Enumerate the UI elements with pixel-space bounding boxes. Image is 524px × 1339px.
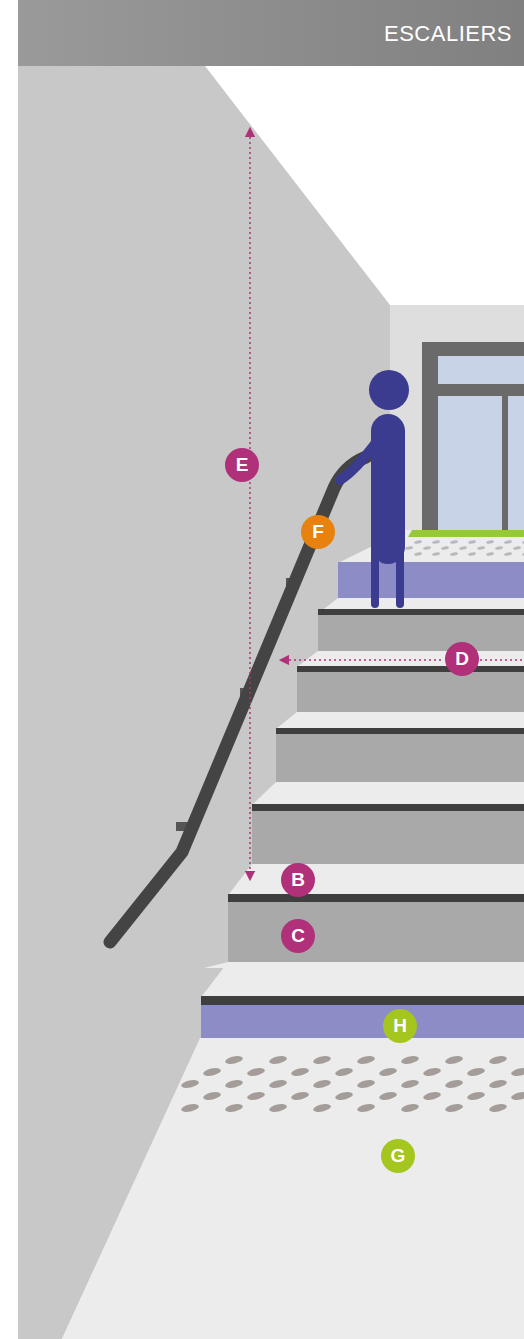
tactile-dot [224, 1055, 243, 1066]
tactile-dot [522, 540, 524, 545]
handrail [110, 457, 366, 942]
tactile-dot [444, 1055, 463, 1066]
tactile-dot [459, 546, 467, 551]
floor [62, 1038, 524, 1339]
tactile-dot [414, 552, 422, 557]
tactile-warning-strip [180, 1055, 524, 1114]
header-bar [18, 0, 524, 66]
tactile-dot [202, 1067, 221, 1078]
tactile-dot [290, 1091, 309, 1102]
tactile-dot [504, 540, 512, 545]
tactile-dot [224, 1103, 243, 1114]
tactile-dot [441, 546, 449, 551]
landing-warning-strip [408, 530, 524, 537]
tactile-dot [356, 1103, 375, 1114]
dimension-line [249, 132, 251, 876]
tactile-dot [477, 546, 485, 551]
back-wall [390, 305, 524, 565]
tactile-dot [513, 546, 521, 551]
person-figure [340, 370, 409, 608]
window-glass [438, 356, 524, 384]
tactile-dot [334, 1091, 353, 1102]
tactile-dot [432, 540, 440, 545]
callout-letter: F [301, 515, 335, 549]
tactile-dot [400, 1079, 419, 1090]
tactile-dot [356, 1055, 375, 1066]
contrast-riser [201, 1005, 524, 1038]
tactile-dot [246, 1067, 265, 1078]
tactile-dot [468, 552, 476, 557]
contrast-riser [338, 562, 524, 598]
callout-letter: D [445, 642, 479, 676]
tactile-dot [180, 1079, 199, 1090]
tactile-dot [422, 1067, 441, 1078]
tactile-dot [268, 1055, 287, 1066]
tactile-dot [378, 1067, 397, 1078]
tactile-dot [312, 1079, 331, 1090]
tactile-dot [504, 552, 512, 557]
tactile-dot [268, 1079, 287, 1090]
tactile-dot [466, 1091, 485, 1102]
tactile-dot [510, 1091, 524, 1102]
tactile-dot [224, 1079, 243, 1090]
page-title: ESCALIERS [384, 21, 512, 47]
tactile-dot [180, 1103, 199, 1114]
tactile-dot [488, 1103, 507, 1114]
tactile-dot [444, 1079, 463, 1090]
tactile-dot [400, 1103, 419, 1114]
tactile-dot [405, 546, 413, 551]
tactile-dot [510, 1067, 524, 1078]
tactile-dot [378, 1091, 397, 1102]
dimension-line [480, 659, 524, 661]
tactile-dot [356, 1079, 375, 1090]
callout-letter: E [225, 448, 259, 482]
tactile-dot [422, 1091, 441, 1102]
tactile-dot [466, 1067, 485, 1078]
tactile-dot [495, 546, 503, 551]
tactile-dot [522, 552, 524, 557]
tactile-dot [290, 1067, 309, 1078]
dimension-line [284, 659, 444, 661]
tactile-dot [312, 1103, 331, 1114]
tactile-dot [202, 1091, 221, 1102]
tactile-dot [486, 552, 494, 557]
tactile-dot [414, 540, 422, 545]
callout-letter: C [281, 919, 315, 953]
landing [340, 530, 524, 562]
tactile-dot [444, 1103, 463, 1114]
tactile-dot [334, 1067, 353, 1078]
tactile-dot [488, 1055, 507, 1066]
landing-tactile-strip [396, 540, 524, 557]
tactile-dot [432, 552, 440, 557]
callout-letter: H [383, 1009, 417, 1043]
callout-letter: G [381, 1139, 415, 1173]
window-frame [422, 342, 524, 534]
tactile-dot [488, 1079, 507, 1090]
tactile-dot [468, 540, 476, 545]
window-glass [508, 396, 524, 530]
tactile-dot [450, 540, 458, 545]
tactile-dot [246, 1091, 265, 1102]
callout-letter: B [281, 863, 315, 897]
tactile-dot [486, 540, 494, 545]
window-glass [438, 396, 502, 530]
tactile-dot [312, 1055, 331, 1066]
tactile-dot [400, 1055, 419, 1066]
tactile-dot [450, 552, 458, 557]
tactile-dot [423, 546, 431, 551]
tactile-dot [268, 1103, 287, 1114]
